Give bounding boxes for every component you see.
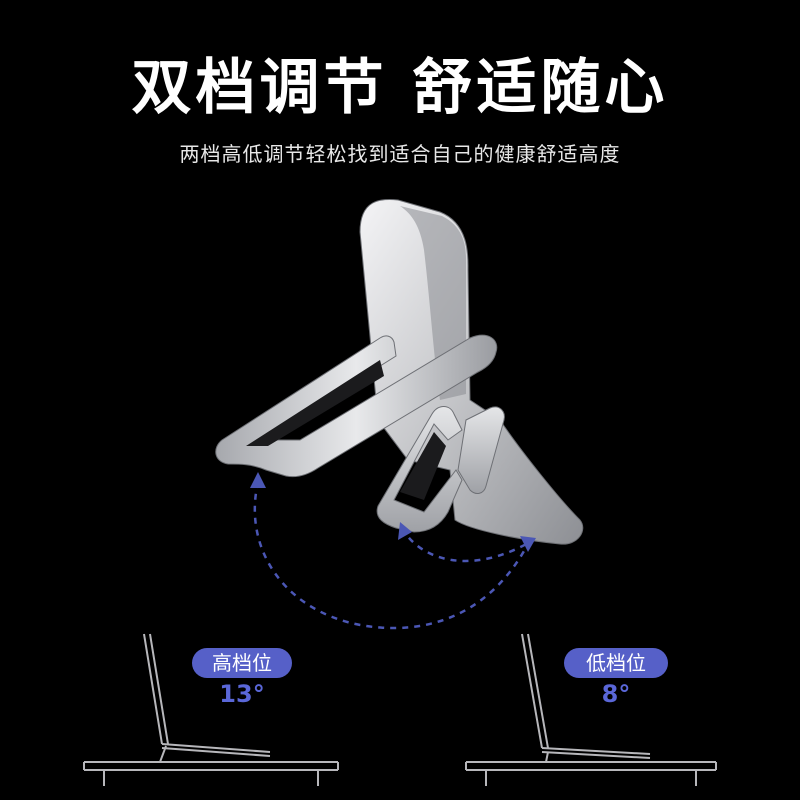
stand-upper-arm: [215, 334, 498, 478]
laptop-high-illustration: [83, 633, 339, 786]
high-position-angle: 13°: [219, 680, 265, 708]
stand-lower-leg: [376, 406, 505, 533]
headline: 双档调节 舒适随心: [131, 53, 669, 123]
rotation-arcs: [253, 481, 532, 630]
arrow-right-icon: [520, 536, 536, 552]
high-position-badge: 高档位: [192, 648, 292, 678]
low-position-angle: 8°: [601, 680, 631, 708]
low-position-badge: 低档位: [564, 648, 668, 678]
subheadline: 两档高低调节轻松找到适合自己的健康舒适高度: [179, 142, 621, 166]
arrow-up-icon: [250, 472, 266, 488]
laptop-low-illustration: [465, 633, 717, 786]
arrow-left-icon: [398, 522, 412, 540]
